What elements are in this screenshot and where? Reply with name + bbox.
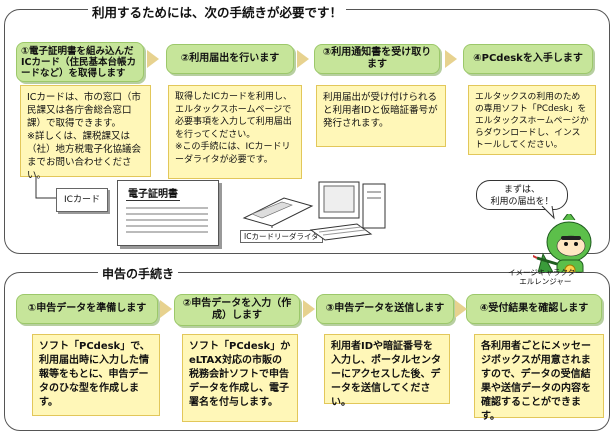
bottom-step-2-desc: ソフト「PCdesk」かeLTAX対応の市販の税務会計ソフトで申告データを作成し…	[182, 334, 298, 422]
arrow-right-icon	[445, 50, 457, 68]
certificate-doc: 電子証明書	[117, 180, 219, 246]
bottom-step-3-desc: 利用者IDや暗証番号を入力し、ポータルセンターにアクセスした後、データを送信して…	[324, 334, 450, 408]
top-step-2-desc: 取得したICカードを利用し、エルタックスホームページで必要事項を入力して利用届出…	[168, 85, 302, 179]
card-reader-icon	[242, 197, 314, 228]
character-caption: イメージキャラクター エルレンジャー	[508, 268, 583, 286]
top-step-3-desc: 利用届出が受け付けられると利用者IDと仮暗証番号が発行されます。	[316, 85, 446, 147]
arrow-right-icon	[147, 50, 159, 68]
arrow-right-icon	[160, 300, 172, 318]
bottom-step-4-head: ④受付結果を確認します	[466, 294, 602, 324]
bottom-step-4-desc: 各利用者ごとにメッセージボックスが用意されますので、データの受信結果や送信データ…	[474, 334, 604, 422]
arrow-right-icon	[303, 300, 315, 318]
certificate-lines	[126, 203, 208, 237]
mascot-character-icon	[533, 214, 592, 293]
top-step-4-head: ④PCdeskを入手します	[463, 44, 593, 74]
bottom-step-3-head: ③申告データを送信します	[316, 294, 454, 324]
bottom-step-1-head: ①申告データを準備します	[16, 294, 158, 324]
character-speech-bubble: まずは、 利用の届出を！	[476, 180, 568, 210]
bottom-step-2-head: ②申告データを入力（作成）します	[174, 294, 300, 326]
arrow-right-icon	[297, 50, 309, 68]
computer-icon	[309, 181, 386, 241]
top-step-1-head: ①電子証明書を組み込んだICカード（住民基本台帳カードなど）を取得します	[16, 42, 144, 82]
arrow-right-icon	[455, 300, 467, 318]
top-step-4-desc: エルタックスの利用のための専用ソフト「PCdesk」をエルタックスホームページか…	[468, 85, 596, 155]
bottom-step-1-desc: ソフト「PCdesk」で、利用届出時に入力した情報等をもとに、申告データのひな型…	[32, 334, 160, 416]
top-step-1-desc: ICカードは、市の窓口（市民課又は各庁舎総合窓口課）で取得できます。 ※詳しくは…	[20, 85, 151, 181]
top-step-3-head: ③利用通知書を受け取ります	[314, 44, 440, 74]
ic-card-box: ICカード	[56, 188, 108, 212]
top-step-2-head: ②利用届出を行います	[166, 44, 294, 74]
certificate-title: 電子証明書	[126, 185, 180, 201]
bottom-section-title: 申告の手続き	[98, 265, 179, 282]
speech-tail	[541, 206, 555, 220]
top-section-title: 利用するためには、次の手続きが必要です！	[88, 2, 347, 21]
